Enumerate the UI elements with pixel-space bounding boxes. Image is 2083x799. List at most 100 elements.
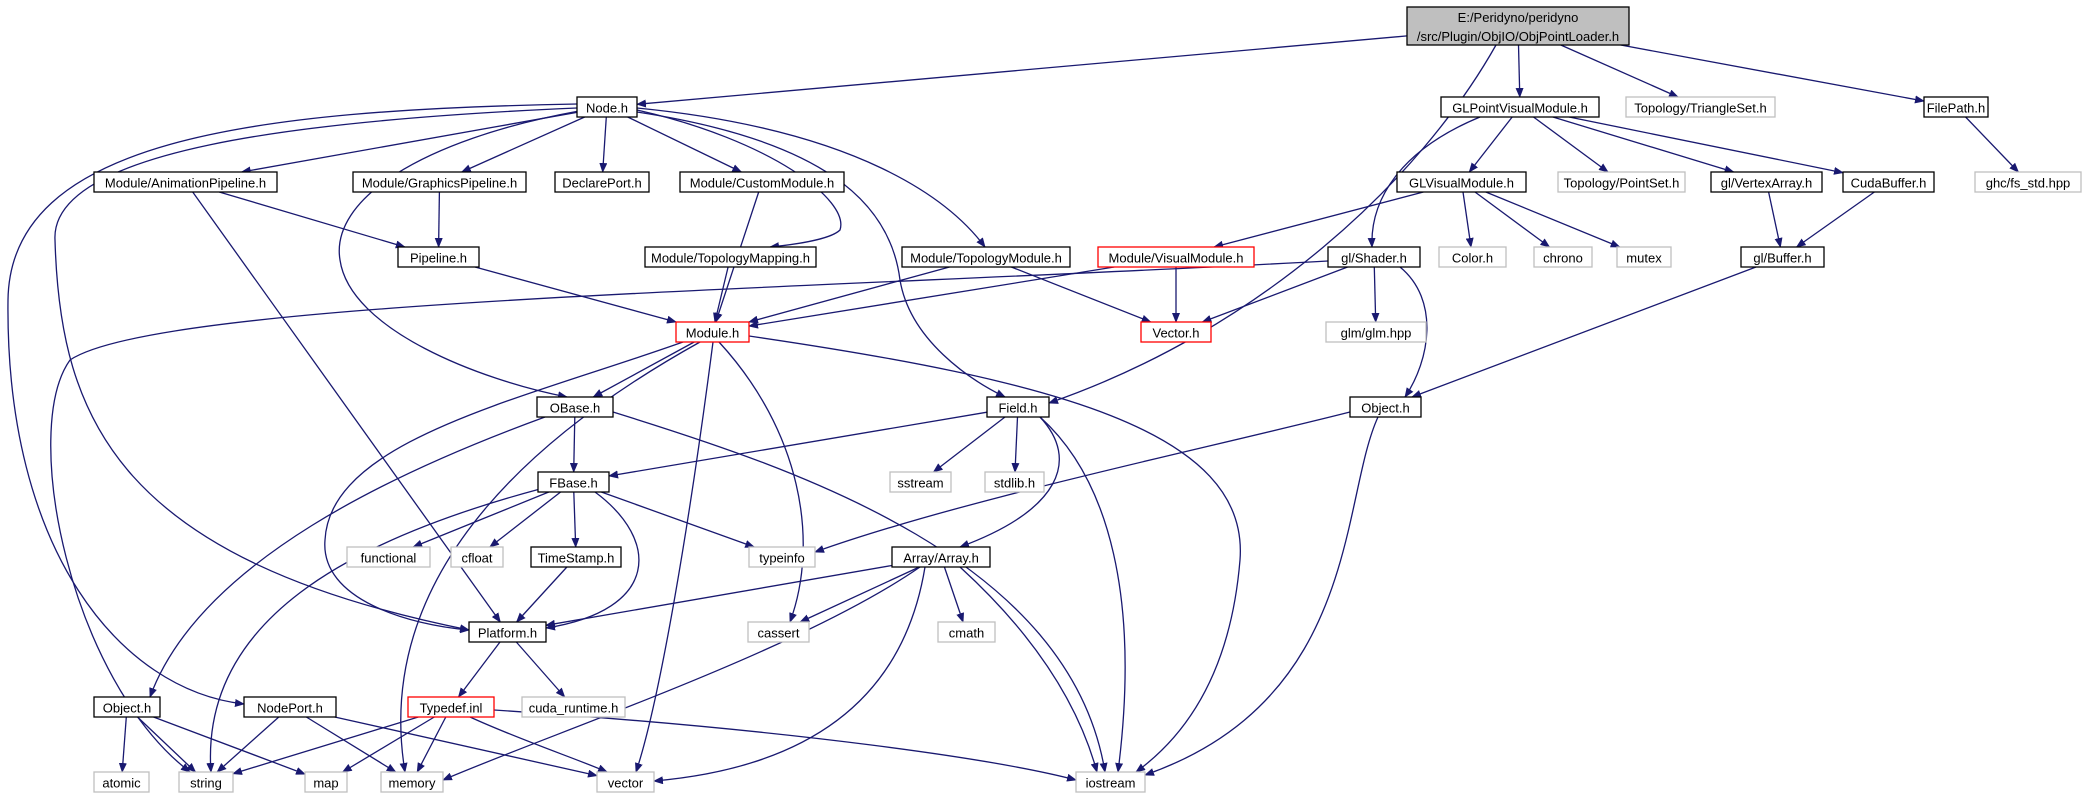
node-cassert: cassert: [747, 621, 810, 643]
edge-fbase-to-timestamp: [571, 491, 580, 548]
node-label-map: map: [313, 776, 338, 791]
node-label-functional: functional: [361, 551, 417, 566]
edge-buffer-to-object_r: [1411, 266, 1757, 398]
node-cuda_runtime: cuda_runtime.h: [521, 696, 626, 718]
node-box-cmath: [937, 621, 996, 643]
node-graphpipe[interactable]: Module/GraphicsPipeline.h: [352, 171, 527, 193]
node-label-array: Array/Array.h: [903, 551, 979, 566]
node-label-fbase: FBase.h: [549, 476, 597, 491]
node-box-animpipe: [93, 171, 278, 193]
node-box-typeinfo: [748, 546, 816, 568]
node-iostream: iostream: [1075, 771, 1146, 793]
node-string: string: [178, 771, 234, 793]
node-label-cfloat: cfloat: [461, 551, 492, 566]
node-label-filepath: FilePath.h: [1927, 101, 1986, 116]
edge-node_h-to-field: [636, 111, 1006, 398]
node-vertexarray[interactable]: gl/VertexArray.h: [1710, 171, 1823, 193]
edge-node_h-to-animpipe: [240, 111, 578, 175]
edge-graphpipe-to-pipeline: [434, 191, 443, 248]
node-sstream: sstream: [889, 471, 952, 493]
node-visualmodule[interactable]: Module/VisualModule.h: [1097, 246, 1255, 268]
node-node_h[interactable]: Node.h: [576, 96, 638, 118]
node-glvisual[interactable]: GLVisualModule.h: [1396, 171, 1527, 193]
node-custommodule[interactable]: Module/CustomModule.h: [679, 171, 845, 193]
node-box-module: [675, 321, 750, 343]
edge-shader-to-object_r: [1399, 266, 1428, 398]
node-label-shader: gl/Shader.h: [1341, 251, 1407, 266]
node-fbase[interactable]: FBase.h: [537, 471, 610, 493]
node-root[interactable]: E:/Peridyno/peridyno/src/Plugin/ObjIO/Ob…: [1406, 6, 1630, 46]
edge-object_r-to-typeinfo: [814, 411, 1351, 553]
edge-platform-to-typedef: [457, 641, 501, 698]
node-label-topomapping: Module/TopologyMapping.h: [651, 251, 810, 266]
node-filepath[interactable]: FilePath.h: [1923, 96, 1989, 118]
node-object_l[interactable]: Object.h: [93, 696, 161, 718]
node-cudabuffer[interactable]: CudaBuffer.h: [1842, 171, 1935, 193]
node-field[interactable]: Field.h: [986, 396, 1050, 418]
edge-object_l-to-atomic: [118, 716, 127, 773]
edge-node_h-to-platform: [54, 107, 578, 633]
edge-object_l-to-map: [153, 716, 306, 775]
node-pointset: Topology/PointSet.h: [1557, 171, 1686, 193]
edge-glpointvisual-to-shader: [1367, 116, 1481, 248]
node-typedef[interactable]: Typedef.inl: [407, 696, 495, 718]
node-shader[interactable]: gl/Shader.h: [1327, 246, 1421, 268]
node-buffer[interactable]: gl/Buffer.h: [1740, 246, 1825, 268]
node-label-topomodule: Module/TopologyModule.h: [910, 251, 1062, 266]
node-box-map: [304, 771, 348, 793]
node-label-cuda_runtime: cuda_runtime.h: [529, 701, 619, 716]
node-label-visualmodule: Module/VisualModule.h: [1109, 251, 1244, 266]
edge-field-to-iostream: [1039, 416, 1126, 773]
edge-nodeport-to-memory: [305, 716, 397, 773]
edge-platform-to-cuda_runtime: [515, 641, 566, 698]
node-box-obase: [536, 396, 614, 418]
edge-glpointvisual-to-pointset: [1533, 116, 1609, 173]
node-topomapping[interactable]: Module/TopologyMapping.h: [644, 246, 817, 268]
node-memory: memory: [380, 771, 444, 793]
node-vector_h[interactable]: Vector.h: [1140, 321, 1212, 343]
node-animpipe[interactable]: Module/AnimationPipeline.h: [93, 171, 278, 193]
edge-array-to-memory: [442, 566, 921, 781]
node-box-sstream: [889, 471, 952, 493]
edge-module-to-cassert: [718, 341, 804, 623]
node-declareport[interactable]: DeclarePort.h: [554, 171, 650, 193]
node-nodeport[interactable]: NodePort.h: [243, 696, 337, 718]
node-box-ghc: [1974, 171, 2082, 193]
node-cfloat: cfloat: [450, 546, 504, 568]
node-platform[interactable]: Platform.h: [468, 621, 547, 643]
node-box-cudabuffer: [1842, 171, 1935, 193]
edge-root-to-glpointvisual: [1515, 44, 1524, 98]
node-object_r[interactable]: Object.h: [1349, 396, 1422, 418]
node-pipeline[interactable]: Pipeline.h: [397, 246, 480, 268]
node-label-nodeport: NodePort.h: [257, 701, 323, 716]
edge-root-to-node_h: [636, 35, 1408, 108]
node-ghc: ghc/fs_std.hpp: [1974, 171, 2082, 193]
node-box-graphpipe: [352, 171, 527, 193]
node-array[interactable]: Array/Array.h: [891, 546, 991, 568]
node-box-object_l: [93, 696, 161, 718]
edge-node_h-to-custommodule: [627, 116, 743, 173]
node-box-node_h: [576, 96, 638, 118]
edge-typedef-to-memory: [416, 716, 447, 773]
node-label-module: Module.h: [686, 326, 739, 341]
edge-node_h-to-nodeport: [7, 103, 578, 707]
edge-field-to-fbase: [608, 411, 988, 479]
node-box-iostream: [1075, 771, 1146, 793]
node-timestamp[interactable]: TimeStamp.h: [530, 546, 622, 568]
edge-module-to-memory: [399, 341, 701, 773]
node-label-vector_h: Vector.h: [1153, 326, 1200, 341]
node-module[interactable]: Module.h: [675, 321, 750, 343]
node-box-topomapping: [644, 246, 817, 268]
edge-object_r-to-iostream: [1144, 416, 1379, 776]
node-color: Color.h: [1438, 246, 1507, 268]
node-label-iostream: iostream: [1086, 776, 1136, 791]
node-label-stdlib: stdlib.h: [994, 476, 1035, 491]
node-box-fbase: [537, 471, 610, 493]
node-mutex: mutex: [1616, 246, 1672, 268]
node-topomodule[interactable]: Module/TopologyModule.h: [901, 246, 1071, 268]
node-glpointvisual[interactable]: GLPointVisualModule.h: [1440, 96, 1600, 118]
node-obase[interactable]: OBase.h: [536, 396, 614, 418]
node-label-triangleset: Topology/TriangleSet.h: [1634, 101, 1767, 116]
node-label-declareport: DeclarePort.h: [562, 176, 641, 191]
